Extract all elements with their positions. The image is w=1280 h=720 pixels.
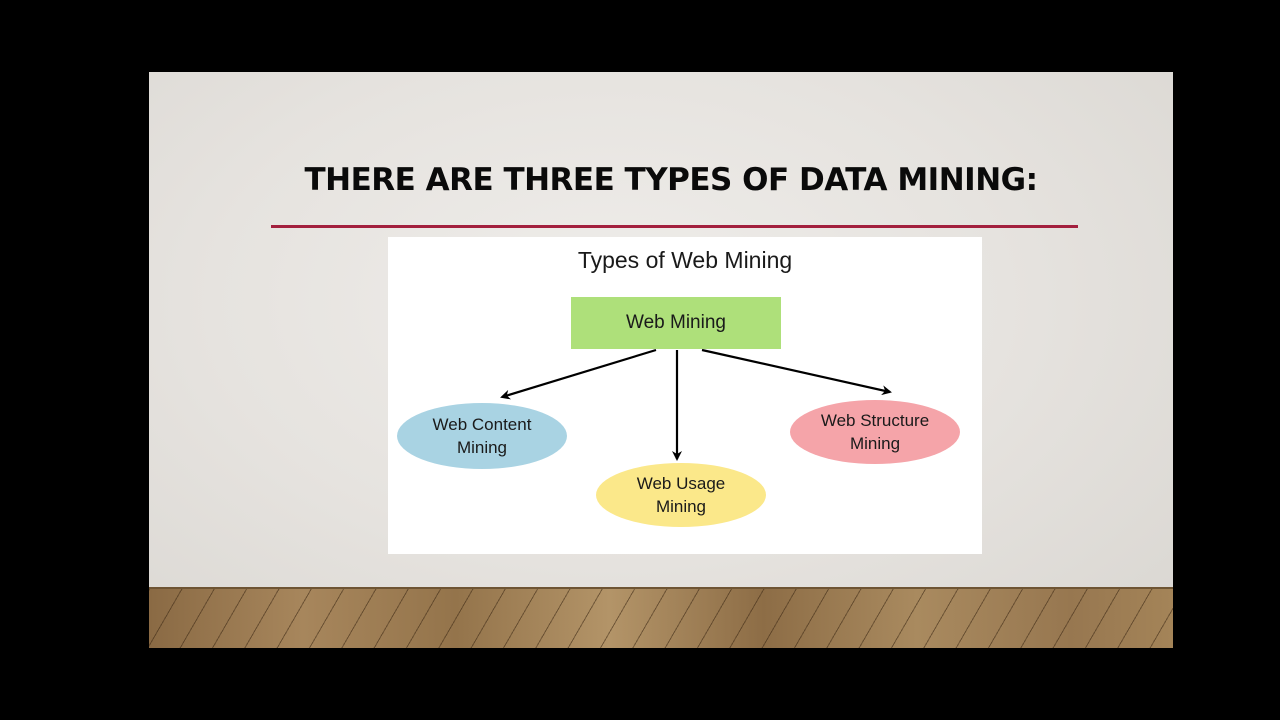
node-label-line1: Web Content [432,415,532,434]
node-label-line2: Mining [655,497,707,516]
title-underline-rule [271,225,1078,228]
slide-title: THERE ARE THREE TYPES OF DATA MINING: [304,162,1038,198]
presentation-slide: THERE ARE THREE TYPES OF DATA MINING: Ty… [149,72,1173,648]
web-usage-mining-node: Web Usage Mining [596,463,766,527]
web-mining-root-node: Web Mining [571,297,781,349]
connector-arrows [500,348,892,461]
web-content-mining-node: Web Content Mining [397,403,567,469]
node-label-line2: Mining [456,438,508,457]
web-structure-mining-node: Web Structure Mining [790,400,960,464]
wood-floor-decoration [149,587,1173,648]
diagram-title: Types of Web Mining [577,247,793,273]
node-label-line2: Mining [849,434,901,453]
arrow-to-content [500,348,657,400]
arrow-to-structure [701,348,892,396]
node-label-line1: Web Usage [636,474,726,493]
node-label-line1: Web Structure [820,411,930,430]
web-mining-diagram: Types of Web Mining Web Mining Web Conte… [388,237,982,554]
